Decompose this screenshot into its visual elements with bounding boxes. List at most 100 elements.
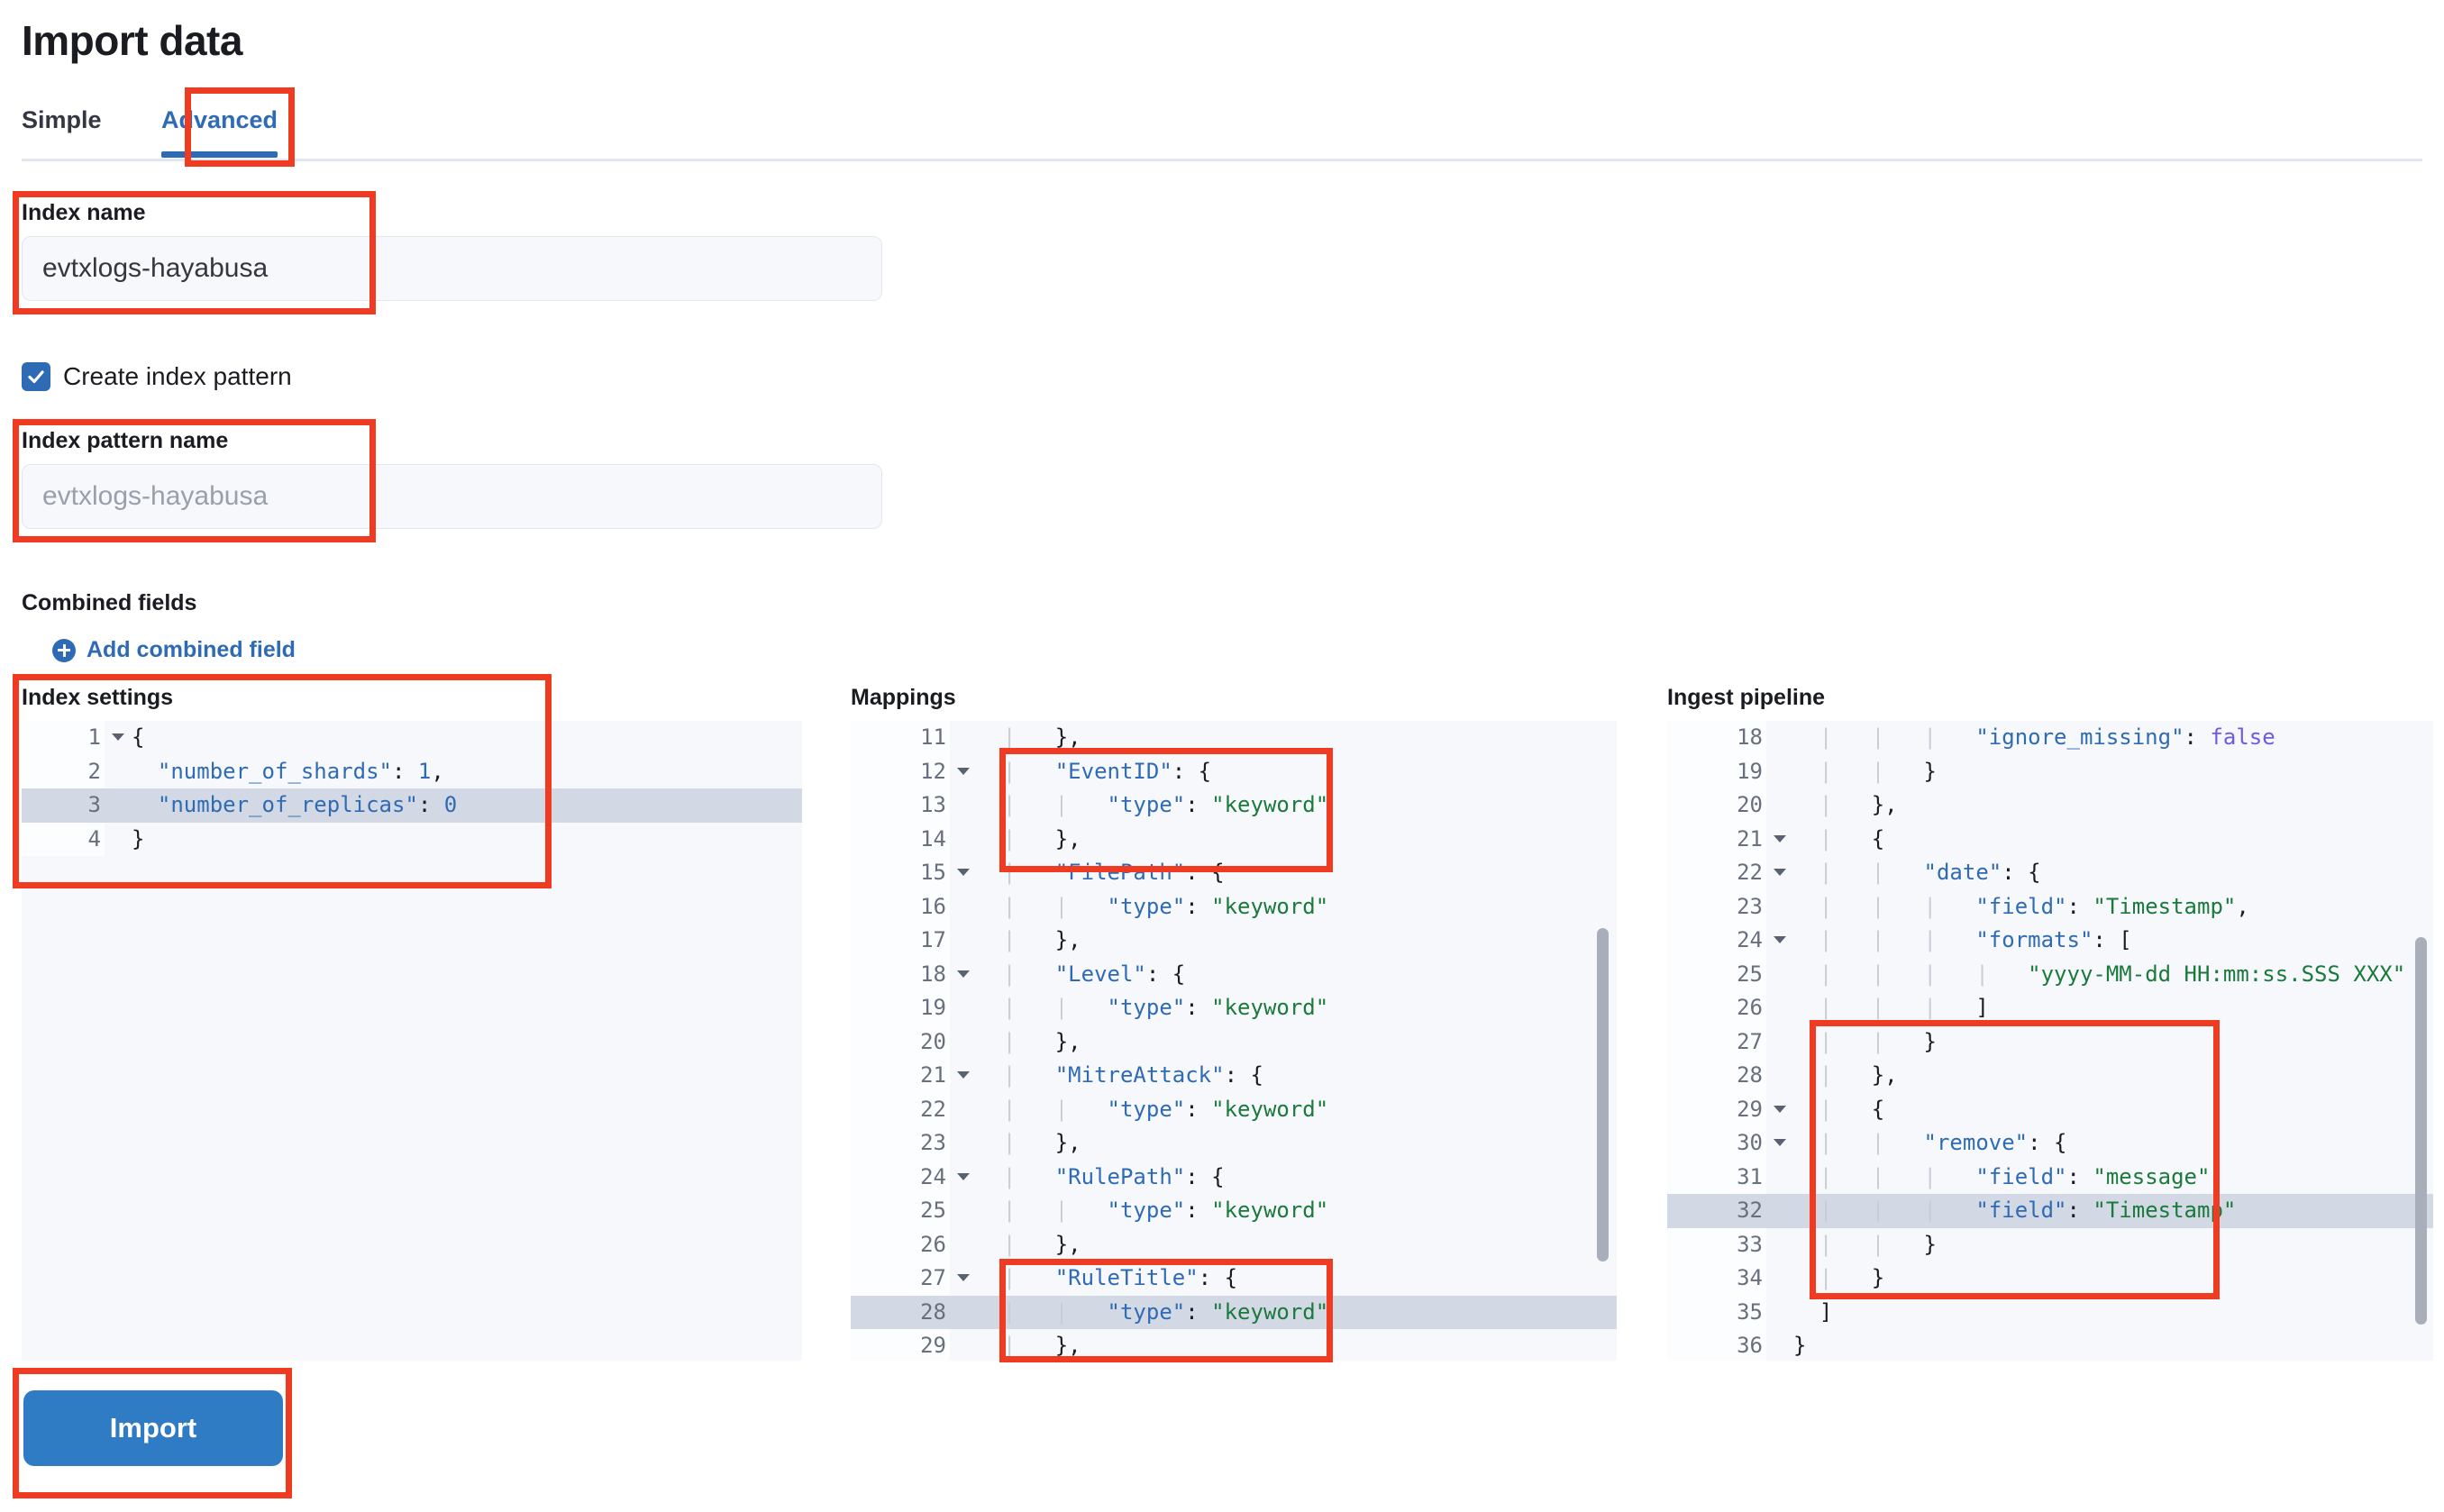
line-number: 32: [1667, 1194, 1766, 1228]
line-number: 29: [851, 1329, 950, 1361]
ingest-pipeline-scrollbar[interactable]: [2415, 937, 2427, 1325]
code-line: 32 | | | "field": "Timestamp": [1667, 1194, 2433, 1228]
line-number: 11: [851, 721, 950, 755]
code-line: 3 "number_of_replicas": 0: [22, 788, 802, 823]
code-text: | {: [1819, 825, 1885, 852]
code-text: | | "type": "keyword": [1002, 995, 1329, 1020]
line-number: 24: [851, 1160, 970, 1194]
code-line: 23 | | | "field": "Timestamp",: [1667, 889, 2433, 924]
code-text: | | "date": {: [1819, 860, 2041, 885]
add-combined-field-link[interactable]: Add combined field: [52, 637, 296, 663]
code-line: 34 | }: [1667, 1262, 2433, 1296]
fold-arrow-icon[interactable]: [957, 767, 970, 775]
code-line: 4}: [22, 822, 802, 856]
code-line: 29 | },: [851, 1329, 1617, 1361]
code-text: }: [1793, 1333, 1807, 1358]
code-text: | "RulePath": {: [1002, 1163, 1225, 1189]
line-number: 25: [851, 1194, 950, 1228]
line-number: 20: [851, 1025, 950, 1059]
line-number: 28: [1667, 1059, 1766, 1093]
code-line: 13 | | "type": "keyword": [851, 788, 1617, 823]
fold-arrow-icon[interactable]: [1774, 869, 1786, 876]
code-line: 36}: [1667, 1329, 2433, 1361]
code-line: 25 | | "type": "keyword": [851, 1194, 1617, 1228]
fold-arrow-icon[interactable]: [957, 1071, 970, 1079]
line-number: 26: [851, 1227, 950, 1262]
line-number: 4: [22, 822, 105, 856]
code-line: 1{: [22, 721, 802, 755]
fold-arrow-icon[interactable]: [1774, 936, 1786, 943]
fold-arrow-icon[interactable]: [957, 970, 970, 978]
code-line: 21 | "MitreAttack": {: [851, 1059, 1617, 1093]
line-number: 26: [1667, 991, 1766, 1025]
code-text: | },: [1819, 792, 1898, 817]
code-text: | "EventID": {: [1002, 758, 1212, 784]
line-number: 16: [851, 889, 950, 924]
code-text: | | | "field": "Timestamp",: [1819, 893, 2249, 919]
mappings-editor[interactable]: 11 | },12 | "EventID": {13 | | "type": "…: [851, 721, 1617, 1361]
line-number: 22: [851, 1092, 950, 1126]
mappings-title: Mappings: [851, 685, 956, 710]
line-number: 14: [851, 822, 950, 856]
import-button[interactable]: Import: [23, 1390, 283, 1466]
code-text: | | "type": "keyword": [1002, 1298, 1329, 1325]
index-settings-editor[interactable]: 1{2 "number_of_shards": 1,3 "number_of_r…: [22, 721, 802, 1361]
fold-arrow-icon[interactable]: [1774, 1139, 1786, 1146]
fold-arrow-icon[interactable]: [1774, 1105, 1786, 1113]
line-number: 29: [1667, 1092, 1786, 1126]
code-text: | | "remove": {: [1819, 1130, 2067, 1155]
fold-arrow-icon[interactable]: [957, 1172, 970, 1180]
plus-circle-icon: [52, 638, 76, 662]
fold-arrow-icon[interactable]: [957, 1274, 970, 1281]
code-text: | | | | "yyyy-MM-dd HH:mm:ss.SSS XXX": [1819, 961, 2406, 987]
tab-bar: Simple Advanced: [22, 99, 2422, 160]
mappings-scrollbar[interactable]: [1597, 928, 1609, 1262]
code-text: {: [132, 724, 145, 750]
code-line: 15 | "FilePath": {: [851, 856, 1617, 890]
fold-arrow-icon[interactable]: [112, 733, 124, 741]
code-line: 25 | | | | "yyyy-MM-dd HH:mm:ss.SSS XXX": [1667, 957, 2433, 991]
code-text: | "Level": {: [1002, 961, 1186, 987]
line-number: 15: [851, 856, 970, 890]
tab-simple[interactable]: Simple: [22, 106, 102, 133]
code-text: | | }: [1819, 1231, 1937, 1257]
code-line: 24 | | | "formats": [: [1667, 924, 2433, 958]
code-text: | | | "field": "Timestamp": [1819, 1198, 2237, 1223]
line-number: 35: [1667, 1295, 1766, 1329]
line-number: 17: [851, 924, 950, 958]
line-number: 19: [1667, 754, 1766, 788]
line-number: 25: [1667, 957, 1766, 991]
code-text: | },: [1002, 1231, 1081, 1257]
code-line: 26 | | | ]: [1667, 991, 2433, 1025]
code-line: 28 | },: [1667, 1059, 2433, 1093]
code-text: | | | "field": "message",: [1819, 1163, 2223, 1189]
code-text: | "RuleTitle": {: [1002, 1265, 1238, 1290]
code-line: 20 | },: [1667, 788, 2433, 823]
code-text: | },: [1002, 927, 1081, 952]
tab-divider: [22, 159, 2422, 161]
code-line: 19 | | }: [1667, 754, 2433, 788]
line-number: 21: [851, 1059, 970, 1093]
line-number: 36: [1667, 1329, 1766, 1361]
create-index-pattern-checkbox[interactable]: Create index pattern: [22, 362, 292, 391]
code-text: | },: [1002, 1028, 1081, 1054]
code-line: 28 | | "type": "keyword": [851, 1295, 1617, 1329]
fold-arrow-icon[interactable]: [957, 869, 970, 876]
code-line: 2 "number_of_shards": 1,: [22, 754, 802, 788]
line-number: 23: [851, 1126, 950, 1161]
code-line: 35 ]: [1667, 1295, 2433, 1329]
fold-arrow-icon[interactable]: [1774, 834, 1786, 843]
line-number: 33: [1667, 1227, 1766, 1262]
code-line: 18 | | | "ignore_missing": false: [1667, 721, 2433, 755]
code-text: | | "type": "keyword": [1002, 1198, 1329, 1223]
index-pattern-name-input[interactable]: evtxlogs-hayabusa: [22, 464, 882, 529]
line-number: 28: [851, 1295, 950, 1329]
code-line: 22 | | "date": {: [1667, 856, 2433, 890]
line-number: 1: [22, 721, 124, 755]
code-text: | | | ]: [1819, 995, 1989, 1020]
line-number: 31: [1667, 1160, 1766, 1194]
tab-advanced[interactable]: Advanced: [140, 99, 299, 158]
index-name-input[interactable]: evtxlogs-hayabusa: [22, 236, 882, 301]
create-index-pattern-label: Create index pattern: [63, 362, 292, 390]
